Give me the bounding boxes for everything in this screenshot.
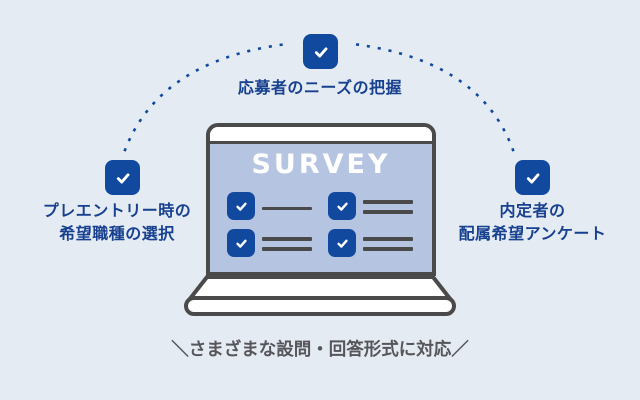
survey-checkbox-item bbox=[328, 192, 413, 220]
survey-item-text-lines bbox=[363, 229, 413, 251]
survey-title: SURVEY bbox=[251, 149, 391, 180]
survey-checkbox-grid bbox=[227, 192, 413, 257]
dotted-arc-right bbox=[351, 42, 515, 152]
callout-left-label-line2: 希望職種の選択 bbox=[59, 224, 175, 243]
callout-right-label-line2: 配属希望アンケート bbox=[458, 224, 607, 243]
check-icon bbox=[303, 34, 338, 69]
survey-item-text-lines bbox=[363, 192, 413, 214]
survey-checkbox-item bbox=[328, 229, 413, 257]
check-icon bbox=[227, 192, 255, 220]
survey-checkbox-item bbox=[227, 192, 312, 220]
survey-item-text-lines bbox=[262, 192, 312, 210]
laptop-base bbox=[184, 275, 456, 316]
callout-left-label-line1: プレエントリー時の bbox=[42, 201, 192, 220]
check-icon bbox=[328, 229, 356, 257]
checkmark-glyph bbox=[526, 172, 539, 183]
check-icon bbox=[328, 192, 356, 220]
callout-right-label-line1: 内定者の bbox=[499, 201, 566, 220]
survey-item-text-lines bbox=[262, 229, 312, 251]
callout-top-label: 応募者のニーズの把握 bbox=[237, 78, 403, 97]
laptop-screen: SURVEY bbox=[206, 123, 436, 276]
checkmark-glyph bbox=[314, 46, 327, 57]
checkmark-glyph bbox=[116, 172, 129, 183]
laptop-screen-content: SURVEY bbox=[210, 141, 432, 272]
callout-left-label: プレエントリー時の 希望職種の選択 bbox=[7, 199, 227, 245]
check-icon bbox=[105, 160, 140, 195]
dotted-arc-left bbox=[123, 42, 289, 152]
survey-checkbox-item bbox=[227, 229, 312, 257]
callout-right-label: 内定者の 配属希望アンケート bbox=[420, 199, 640, 245]
check-icon bbox=[227, 229, 255, 257]
caption: ＼さまざまな設問・回答形式に対応／ bbox=[171, 340, 469, 360]
laptop-screen-topbar bbox=[210, 127, 432, 141]
check-icon bbox=[515, 160, 550, 195]
